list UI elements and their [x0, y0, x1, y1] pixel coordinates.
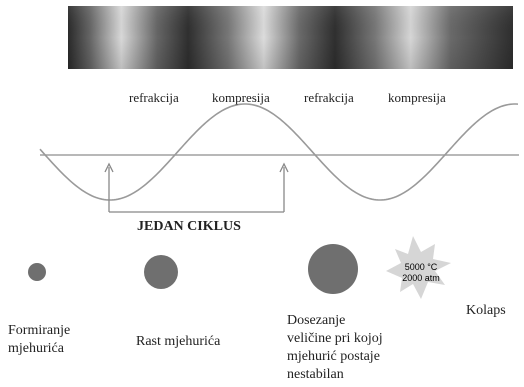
bubble-medium — [144, 255, 178, 289]
density-band-shade — [68, 6, 513, 69]
stage-growth-caption: Rast mjehurića — [136, 334, 221, 349]
collapse-burst — [386, 236, 451, 299]
collapse-temperature: 5000 °C — [405, 262, 438, 272]
bubble-large — [308, 244, 358, 294]
collapse-pressure: 2000 atm — [402, 273, 440, 283]
wave-label-refraction-2: refrakcija — [304, 90, 354, 105]
stage-collapse-caption: Kolaps — [466, 303, 506, 318]
wave-label-refraction-1: refrakcija — [129, 90, 179, 105]
wave-label-compression-1: kompresija — [212, 90, 270, 105]
cycle-label: JEDAN CIKLUS — [137, 219, 241, 234]
stage-formation-caption: Formiranje mjehurića — [8, 323, 71, 356]
cycle-bracket — [104, 162, 289, 213]
stage-unstable-caption: Dosezanje veličine pri kojoj mjehurić po… — [287, 313, 383, 382]
bubble-small — [28, 263, 46, 281]
wave-label-compression-2: kompresija — [388, 90, 446, 105]
sound-wave — [39, 103, 519, 201]
